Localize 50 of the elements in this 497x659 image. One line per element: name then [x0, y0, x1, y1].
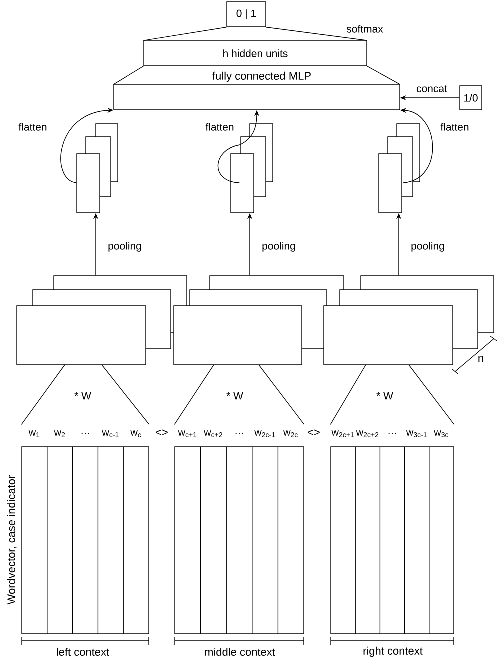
- connector-line: [113, 66, 401, 85]
- column-label: w$_{2c+1}$: [332, 430, 354, 438]
- edge-label: * W: [376, 391, 394, 401]
- word-matrix: [22, 446, 150, 634]
- edge-label: flatten: [18, 122, 48, 132]
- word-matrix: [330, 446, 454, 634]
- column-label: w$_{3c}$: [434, 430, 449, 438]
- column-label: w$_{c+1}$: [178, 430, 197, 438]
- edge-label: flatten: [204, 122, 236, 132]
- context-label: right context: [364, 646, 423, 658]
- separator-symbol: <>: [156, 430, 168, 436]
- edge-label: flatten: [440, 122, 470, 132]
- mlp-box: [114, 84, 400, 110]
- connector-line: [143, 27, 368, 41]
- column-label: w$_{c}$: [130, 430, 142, 438]
- edge-label: pooling: [107, 241, 143, 253]
- edge-label: * W: [226, 391, 244, 401]
- context-label: left context: [57, 648, 110, 656]
- context-label: middle context: [205, 648, 276, 656]
- connector-line: [174, 364, 305, 425]
- column-label: w$_{3c-1}$: [406, 430, 427, 438]
- edge-label: * W: [74, 391, 92, 401]
- layer-label: fully connected MLP: [212, 72, 311, 82]
- column-label: w$_{c+2}$: [204, 430, 222, 438]
- edge-label: pooling: [261, 241, 297, 253]
- column-label: …: [236, 433, 244, 435]
- column-label: …: [82, 433, 90, 435]
- edge-label: concat: [416, 84, 448, 94]
- column-label: …: [388, 433, 396, 435]
- column-label: w$_{2c+2}$: [356, 430, 379, 438]
- connector-line: [330, 364, 455, 425]
- connector-line: [21, 364, 150, 425]
- feature-map-stack: [378, 124, 420, 214]
- column-label: w$_{1}$: [28, 430, 40, 438]
- feature-map-stack: [76, 124, 118, 214]
- column-label: w$_{2}$: [54, 430, 66, 438]
- convolution-stack: [324, 276, 494, 366]
- edge-label: softmax: [346, 24, 384, 34]
- column-label: w$_{c-1}$: [102, 430, 119, 438]
- dimension-label: n: [478, 356, 484, 362]
- edge-label: pooling: [410, 241, 446, 253]
- word-matrix: [174, 446, 304, 634]
- output-box: 0 | 1: [226, 2, 266, 28]
- column-label: w$_{2c-1}$: [254, 430, 276, 438]
- separator-symbol: <>: [308, 430, 320, 436]
- layer-box: h hidden units: [144, 40, 368, 66]
- convolution-stack: [174, 276, 344, 366]
- input-box: 1/0: [460, 86, 482, 110]
- convolution-stack: [16, 276, 188, 366]
- column-label: w$_{2c}$: [284, 430, 298, 438]
